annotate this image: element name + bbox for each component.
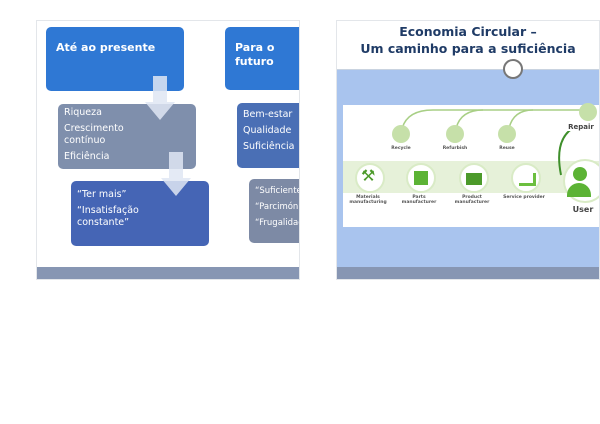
chain-label: Parts manufacturer: [401, 195, 437, 205]
title-line-2: Um caminho para a suficiência: [360, 41, 576, 56]
slide-thumbnail-1[interactable]: Até ao presente Para o futuro Riqueza Cr…: [36, 20, 300, 280]
header-present: Até ao presente: [46, 27, 184, 91]
slide-title: Economia Circular – Um caminho para a su…: [337, 21, 599, 71]
present-values-box: Riqueza Crescimento contínuo Eficiência: [58, 104, 196, 169]
chip-icon: [406, 163, 436, 193]
connector-circle-icon: [503, 59, 523, 79]
refurbish-icon: [446, 125, 464, 143]
slide-footer-bar: [37, 267, 299, 279]
future-attitudes-box: “Suficiente” “Parcimónia” “Frugalidade”: [249, 179, 299, 243]
list-item: “Suficiente”: [255, 186, 299, 196]
loop-label-repair: Repair: [563, 123, 599, 131]
reuse-icon: [498, 125, 516, 143]
materials-icon: ⚒: [355, 163, 385, 193]
list-item: “Insatisfação constante”: [77, 205, 139, 228]
down-arrow-icon: [145, 76, 175, 120]
chain-label: Service provider: [503, 195, 545, 200]
repair-icon: [579, 103, 597, 121]
chain-label-user: User: [572, 205, 594, 214]
header-present-text: Até ao presente: [56, 41, 156, 54]
chain-label: Product manufacturer: [454, 195, 490, 205]
future-values-box: Bem-estar Qualidade Suficiência: [237, 103, 299, 168]
user-icon: [563, 159, 599, 203]
circular-economy-diagram: Recycle Refurbish Reuse Repair ⚒ Materia…: [343, 103, 599, 227]
header-future-text: Para o futuro: [235, 41, 275, 68]
list-item: “Ter mais”: [77, 189, 127, 200]
signal-bars-icon: [511, 163, 541, 193]
header-future: Para o futuro: [225, 27, 299, 90]
loop-label: Reuse: [499, 146, 515, 151]
list-item: Bem-estar: [243, 109, 293, 120]
down-arrow-icon: [161, 152, 191, 196]
list-item: Eficiência: [64, 151, 110, 162]
list-item: Riqueza: [64, 107, 102, 118]
list-item: “Frugalidade”: [255, 218, 299, 228]
loop-label: Refurbish: [442, 146, 468, 151]
present-attitudes-box: “Ter mais” “Insatisfação constante”: [71, 181, 209, 246]
slide-thumbnail-2[interactable]: Economia Circular – Um caminho para a su…: [336, 20, 600, 280]
recycle-icon: [392, 125, 410, 143]
list-item: Qualidade: [243, 125, 292, 136]
list-item: Crescimento contínuo: [64, 123, 124, 146]
chain-label: Materials manufacturing: [349, 195, 387, 205]
slide-footer-bar: [337, 267, 599, 279]
list-item: Suficiência: [243, 141, 295, 152]
list-item: “Parcimónia”: [255, 202, 299, 212]
title-line-1: Economia Circular –: [399, 24, 537, 39]
loop-label: Recycle: [391, 146, 411, 151]
factory-icon: [459, 163, 489, 193]
